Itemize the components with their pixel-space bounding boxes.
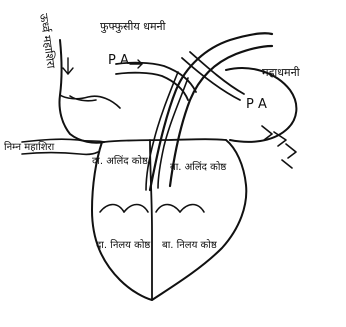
right-ventricle-label: दा. निलय कोष्ठ [96, 239, 151, 251]
aorta-label: महाधमनी [262, 66, 300, 79]
interventricular-septum [150, 140, 152, 300]
superior-vena-cava-label: ऊर्ध्व महाशिरा [37, 13, 58, 70]
left-atrium-label: बा. अलिंद कोष्ठ [170, 161, 227, 173]
flow-arrows [63, 58, 142, 74]
inferior-vena-cava-label: निम्न महाशिरा [4, 141, 55, 153]
pa-right-label: P A [246, 97, 267, 112]
right-atrium-label: दा. अलिंद कोष्ठ [92, 155, 149, 167]
pulmonary-artery-label: फुफ्फुसीय धमनी [100, 20, 166, 33]
pa-left-label: P A [108, 53, 129, 68]
left-ventricle-label: बा. निलय कोष्ठ [162, 239, 218, 251]
